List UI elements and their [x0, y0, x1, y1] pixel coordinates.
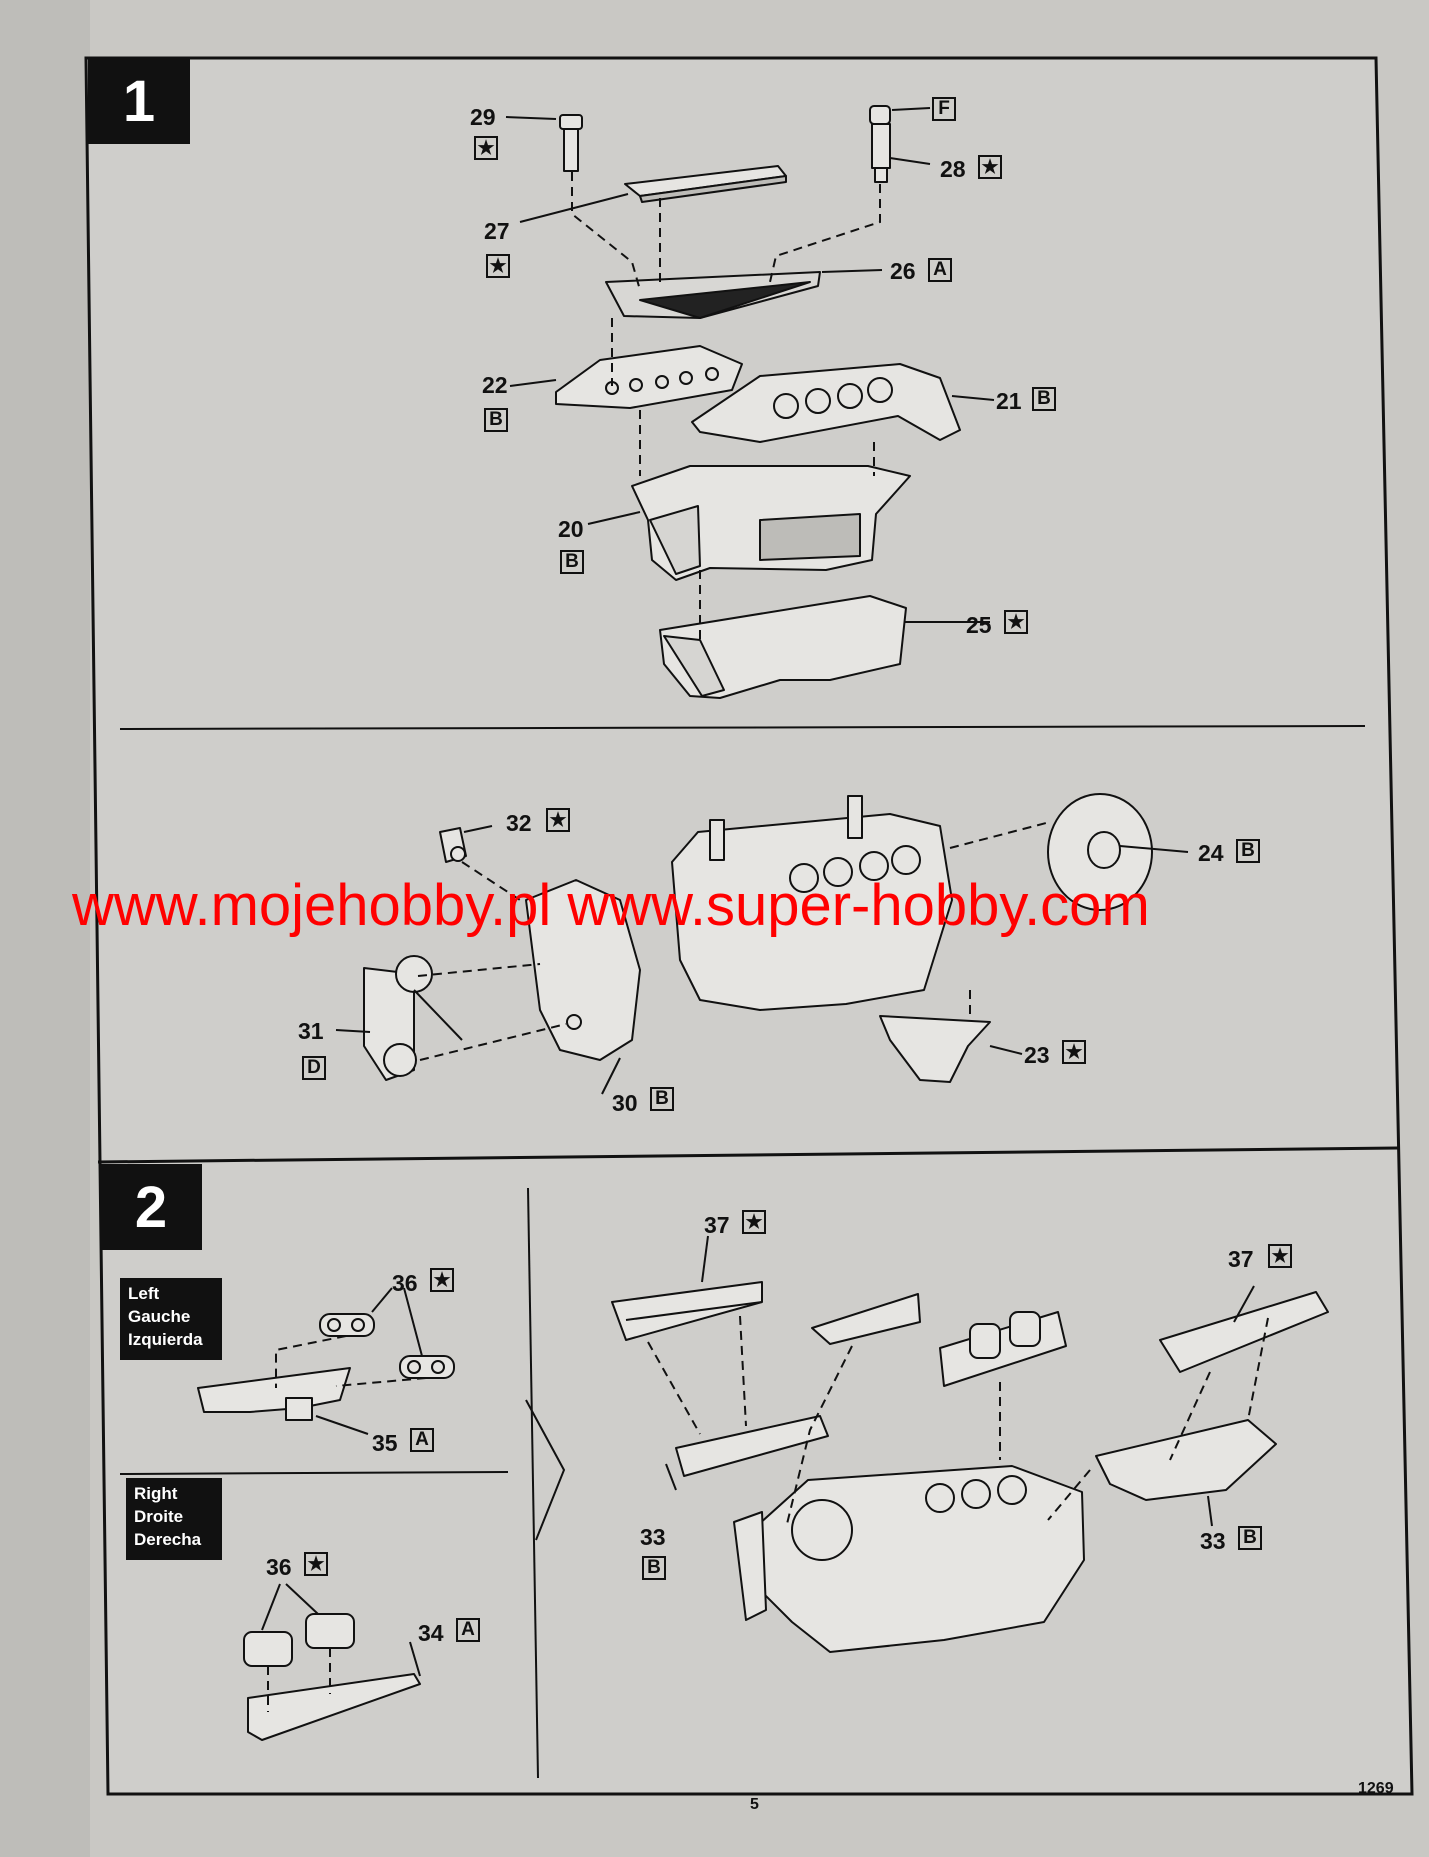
callout-33-right-number: 33: [1200, 1528, 1226, 1554]
part-36-cups-right-b: [305, 1613, 355, 1649]
callout-26-number: 26: [890, 258, 916, 284]
step-number-2: 2: [100, 1164, 202, 1250]
callout-25-code: ★: [1004, 610, 1028, 634]
divider-step2: [97, 1146, 1399, 1164]
callout-29-code: ★: [474, 136, 498, 160]
callout-34-number: 34: [418, 1620, 444, 1646]
callout-34-code: A: [456, 1618, 480, 1642]
part-29-bolt: [559, 114, 583, 172]
callout-36-left-code: ★: [430, 1268, 454, 1292]
divider-step2-vertical: [527, 1187, 539, 1779]
part-assembled-engine: [733, 1465, 1085, 1653]
callout-f-code: F: [932, 97, 956, 121]
callout-22-code: B: [484, 408, 508, 432]
callout-36-left-number: 36: [392, 1270, 418, 1296]
part-36-cups-left-a: [319, 1313, 375, 1337]
callout-27-code: ★: [486, 254, 510, 278]
part-28-fitting: [869, 105, 891, 183]
part-22-rail: [555, 345, 743, 409]
callout-35-code: A: [410, 1428, 434, 1452]
callout-30-code: B: [650, 1087, 674, 1111]
part-25-oilpan: [659, 595, 907, 699]
callout-24-code: B: [1236, 839, 1260, 863]
side-left-es: Izquierda: [128, 1330, 203, 1349]
watermark-text: www.mojehobby.pl www.super-hobby.com: [72, 873, 1150, 938]
part-engine-block: [671, 795, 953, 1011]
callout-31-code: D: [302, 1056, 326, 1080]
callout-25-number: 25: [966, 612, 992, 638]
callout-28-number: 28: [940, 156, 966, 182]
callout-22-number: 22: [482, 372, 508, 398]
callout-30-number: 30: [612, 1090, 638, 1116]
callout-23-code: ★: [1062, 1040, 1086, 1064]
callout-32-code: ★: [546, 808, 570, 832]
part-35-rail-left: [197, 1367, 351, 1421]
side-right-es: Derecha: [134, 1530, 202, 1549]
callout-23-number: 23: [1024, 1042, 1050, 1068]
side-left-en: Left: [128, 1284, 160, 1303]
part-37-cover-right: [1159, 1291, 1329, 1373]
step-number-1: 1: [88, 58, 190, 144]
callout-33-left-number: 33: [640, 1524, 666, 1550]
part-36-cups-right-a: [243, 1631, 293, 1667]
callout-33-left-code: B: [642, 1556, 666, 1580]
part-23-cap: [879, 1015, 991, 1083]
callout-21-number: 21: [996, 388, 1022, 414]
callout-28-code: ★: [978, 155, 1002, 179]
callout-36-right-number: 36: [266, 1554, 292, 1580]
part-21-cover: [691, 363, 961, 443]
part-30-timing-cover: [525, 879, 641, 1061]
part-24-flywheel: [1047, 793, 1153, 911]
callout-37-left-code: ★: [742, 1210, 766, 1234]
callout-37-right-number: 37: [1228, 1246, 1254, 1272]
part-37-cover-left: [611, 1281, 763, 1341]
part-cups-center: [939, 1311, 1067, 1387]
callout-21-code: B: [1032, 387, 1056, 411]
part-plug-wires-center: [811, 1293, 921, 1345]
part-26-manifold: [605, 271, 821, 319]
callout-31-number: 31: [298, 1018, 324, 1044]
side-label-right: Right Droite Derecha: [126, 1478, 222, 1560]
callout-24-number: 24: [1198, 840, 1224, 866]
callout-37-left-number: 37: [704, 1212, 730, 1238]
page-number: 5: [750, 1796, 759, 1813]
callout-29-number: 29: [470, 104, 496, 130]
divider-step1: [119, 725, 1366, 730]
part-33-manifold-left: [675, 1415, 829, 1477]
callout-26-code: A: [928, 258, 952, 282]
side-right-en: Right: [134, 1484, 178, 1503]
side-right-fr: Droite: [134, 1507, 184, 1526]
callout-20-number: 20: [558, 516, 584, 542]
part-33-manifold-right: [1095, 1419, 1277, 1501]
divider-left-right: [119, 1471, 509, 1475]
part-20-block: [631, 465, 911, 581]
side-left-fr: Gauche: [128, 1307, 191, 1326]
part-27-plate: [624, 165, 787, 203]
callout-20-code: B: [560, 550, 584, 574]
callout-36-right-code: ★: [304, 1552, 328, 1576]
part-31-pulley: [363, 955, 463, 1081]
callout-37-right-code: ★: [1268, 1244, 1292, 1268]
callout-32-number: 32: [506, 810, 532, 836]
part-34-rail-right: [247, 1673, 421, 1741]
callout-33-right-code: B: [1238, 1526, 1262, 1550]
part-36-cups-left-b: [399, 1355, 455, 1379]
part-32-bracket: [439, 827, 467, 863]
kit-number: 1269: [1358, 1780, 1394, 1797]
side-label-left: Left Gauche Izquierda: [120, 1278, 222, 1360]
callout-27-number: 27: [484, 218, 510, 244]
callout-35-number: 35: [372, 1430, 398, 1456]
